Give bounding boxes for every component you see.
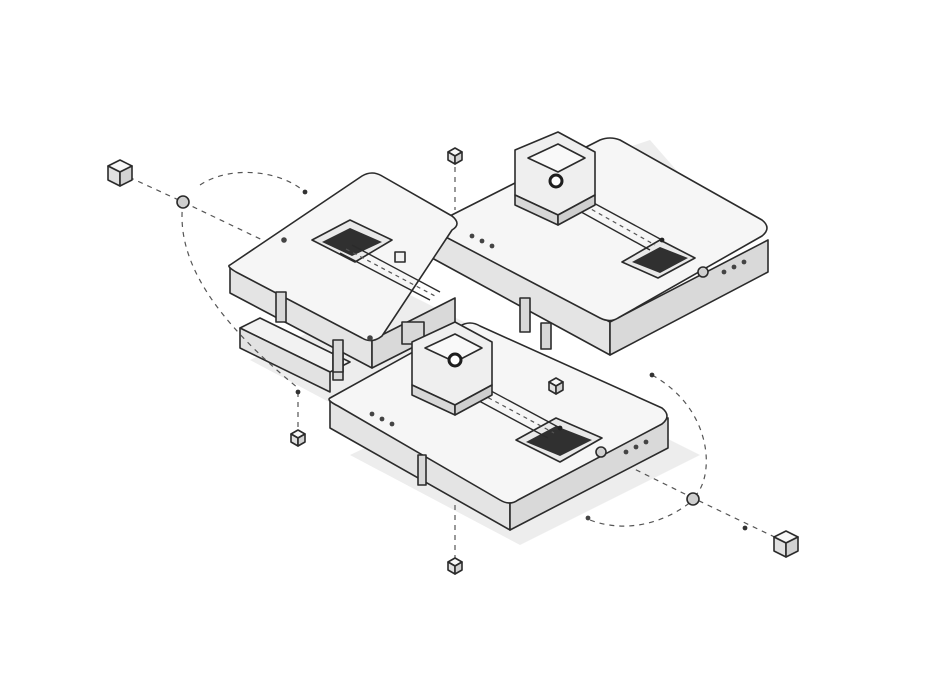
cube-node-top <box>447 147 463 165</box>
circle-node-icon <box>595 446 607 458</box>
cube-node-left-bottom <box>290 429 306 447</box>
base-slab-left <box>239 317 351 393</box>
cube-node-icon <box>394 251 406 263</box>
indicator-dots-icon <box>469 233 747 275</box>
circle-node-icon <box>176 195 190 209</box>
ring-port-icon <box>548 173 564 189</box>
module-upper-left <box>228 172 458 373</box>
circle-nodes <box>176 189 748 531</box>
ring-port-icon <box>447 352 463 368</box>
circle-node-icon <box>697 266 709 278</box>
module-center-bottom <box>328 321 669 531</box>
module-upper-right <box>430 131 769 356</box>
cube-node-bottom <box>447 557 463 575</box>
indicator-dots-icon <box>369 411 649 455</box>
cube-node-far-right <box>773 530 799 558</box>
cube-node-far-left <box>107 159 133 187</box>
circle-node-icon <box>686 492 700 506</box>
cube-node-icon <box>548 377 564 395</box>
